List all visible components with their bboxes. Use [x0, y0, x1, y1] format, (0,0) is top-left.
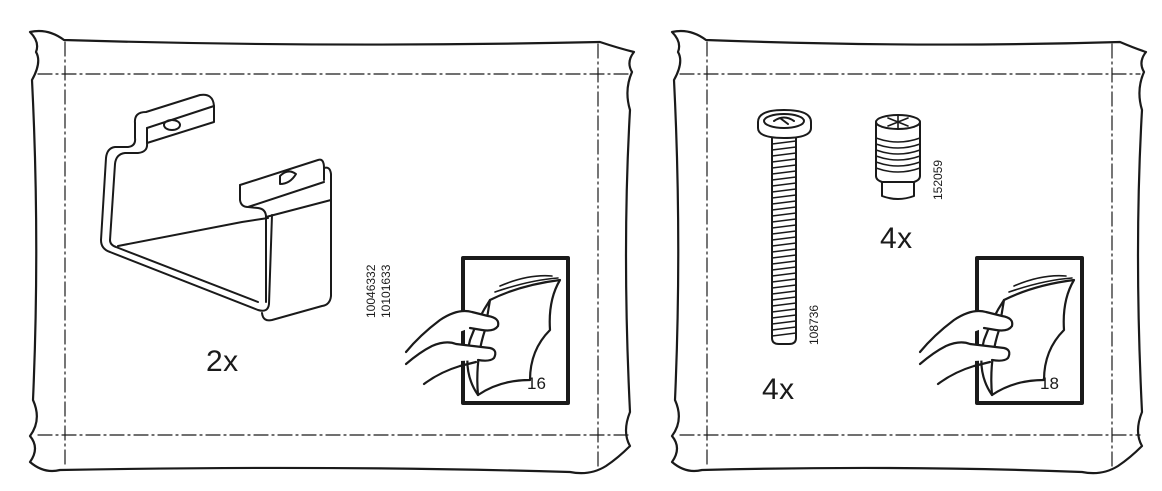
- left-parts-bag: [28, 29, 636, 475]
- threaded-insert-icon: [875, 114, 921, 200]
- insert-quantity: 4x: [880, 222, 913, 255]
- bolt-quantity: 4x: [762, 373, 795, 406]
- page-turn-hand-icon: [918, 256, 1084, 405]
- next-page-number: 18: [1040, 374, 1059, 393]
- long-bolt-icon: [757, 109, 812, 345]
- bracket-part-code: 10046332: [364, 264, 378, 318]
- bracket-part-code-alt: 10101633: [379, 264, 393, 318]
- bracket-icon: [100, 93, 332, 322]
- bolt-part-code: 108736: [807, 304, 821, 345]
- right-parts-bag: [670, 29, 1148, 475]
- next-page-number: 16: [527, 374, 546, 393]
- bracket-quantity: 2x: [206, 345, 239, 378]
- insert-part-code: 152059: [931, 159, 945, 200]
- page-turn-hand-icon: [404, 256, 570, 405]
